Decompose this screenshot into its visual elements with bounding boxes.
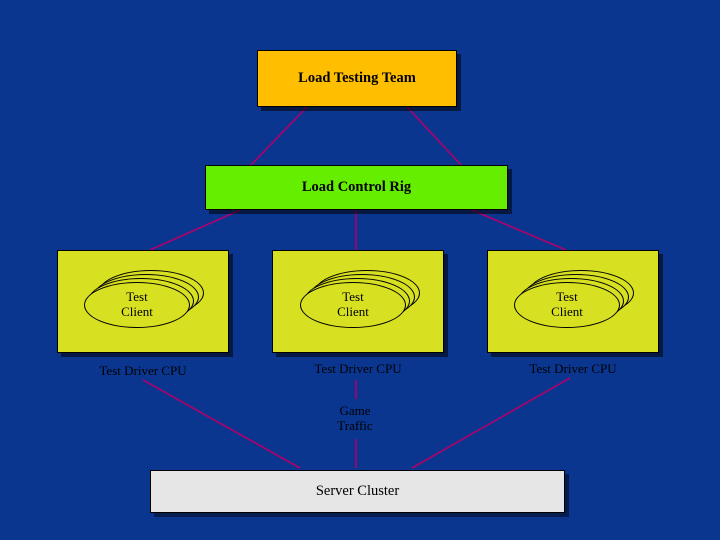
client-1-label-line2: Client [121,304,153,319]
test-client-stack-2[interactable]: Test Client [300,270,420,328]
cpu-label-2: Test Driver CPU [314,361,402,376]
game-traffic-line1: Game [339,403,371,419]
client-ellipse-front-2[interactable]: Test Client [300,282,406,328]
client-3-label-line2: Client [551,304,583,319]
node-server-cluster-label: Server Cluster [315,483,400,500]
client-1-label-line1: Test [126,289,148,305]
game-traffic-line2: Traffic [337,418,373,433]
client-ellipse-front-1[interactable]: Test Client [84,282,190,328]
node-load-testing-team-label: Load Testing Team [298,70,416,87]
node-load-control-rig[interactable]: Load Control Rig [205,165,508,210]
test-client-stack-1[interactable]: Test Client [84,270,204,328]
game-traffic-label: Game Traffic [322,399,388,439]
client-ellipse-front-3[interactable]: Test Client [514,282,620,328]
cpu-label-3: Test Driver CPU [529,361,617,376]
node-server-cluster[interactable]: Server Cluster [150,470,565,513]
client-3-label-line1: Test [556,289,578,305]
cpu-label-1: Test Driver CPU [99,363,187,378]
test-client-stack-3[interactable]: Test Client [514,270,634,328]
node-load-testing-team[interactable]: Load Testing Team [257,50,457,107]
node-load-control-rig-label: Load Control Rig [301,179,412,196]
client-2-label-line2: Client [337,304,369,319]
client-2-label-line1: Test [342,289,364,305]
